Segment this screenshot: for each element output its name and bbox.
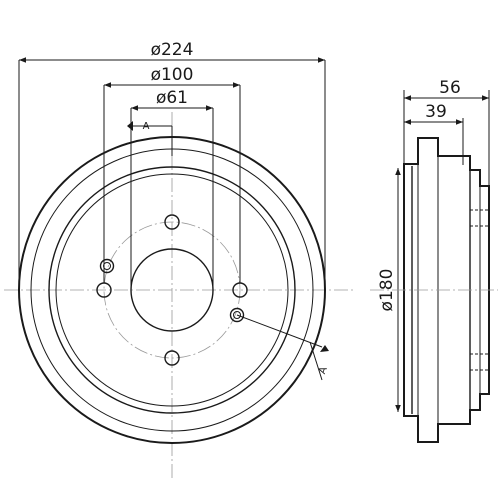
side-view: 56 39 ø180 [370,78,498,443]
bolt-circle-centerline [103,221,241,359]
section-arrow-stem-bottom [309,341,323,381]
inner-step-circle [55,173,289,407]
section-arrow-head-bottom [320,345,329,352]
overall-depth-label: 56 [439,78,461,98]
screw-hole-left-inner [103,262,111,270]
bolt-hole-top [164,214,180,230]
section-marker-top: A [127,121,173,156]
section-arrow-head-top [127,121,133,131]
drum-depth-label: 39 [425,102,447,122]
screw-hole-left [99,258,115,274]
drum-profile-outline [403,137,490,443]
section-label-top: A [143,121,150,132]
section-line-bottom [236,314,323,348]
center-bore-diameter-label: ø61 [156,88,188,108]
front-view: ø224 ø100 ø61 A A [4,40,354,478]
braking-surface-circle [48,166,296,414]
section-label-bottom: A [317,365,330,375]
screw-hole-right [229,307,245,323]
outer-diameter-label: ø224 [151,40,194,60]
bolt-hole-bottom [164,350,180,366]
screw-hole-right-inner [233,311,241,319]
section-marker-bottom: A [236,314,330,381]
bolt-circle-diameter-label: ø100 [151,65,194,85]
